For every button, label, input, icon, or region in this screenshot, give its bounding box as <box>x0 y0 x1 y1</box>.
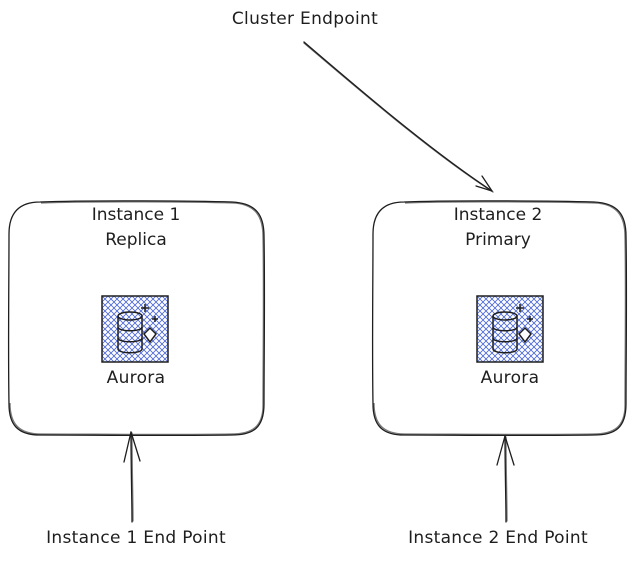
instance-1-title-block: Instance 1 Replica <box>92 203 181 253</box>
instance-2-title-block: Instance 2 Primary <box>454 203 543 253</box>
instance-2-role: Primary <box>465 230 531 250</box>
instance-1-role: Replica <box>105 230 167 250</box>
cluster-endpoint-label: Cluster Endpoint <box>231 9 379 29</box>
aurora-icon-1 <box>101 295 169 363</box>
instance-2-endpoint-arrow <box>496 435 515 523</box>
instance-1-box <box>7 200 266 437</box>
cluster-endpoint-arrow <box>303 41 494 193</box>
instance-2-title: Instance 2 <box>453 205 543 225</box>
instance-1-endpoint-arrow <box>123 431 141 523</box>
instance-2-service-label: Aurora <box>480 368 540 388</box>
instance-2-box <box>371 200 628 437</box>
aurora-icon-2 <box>476 295 544 363</box>
instance-2-endpoint-label: Instance 2 End Point <box>408 528 588 548</box>
instance-1-endpoint-label: Instance 1 End Point <box>46 528 226 548</box>
instance-1-title: Instance 1 <box>91 205 181 225</box>
instance-1-service-label: Aurora <box>106 368 166 388</box>
